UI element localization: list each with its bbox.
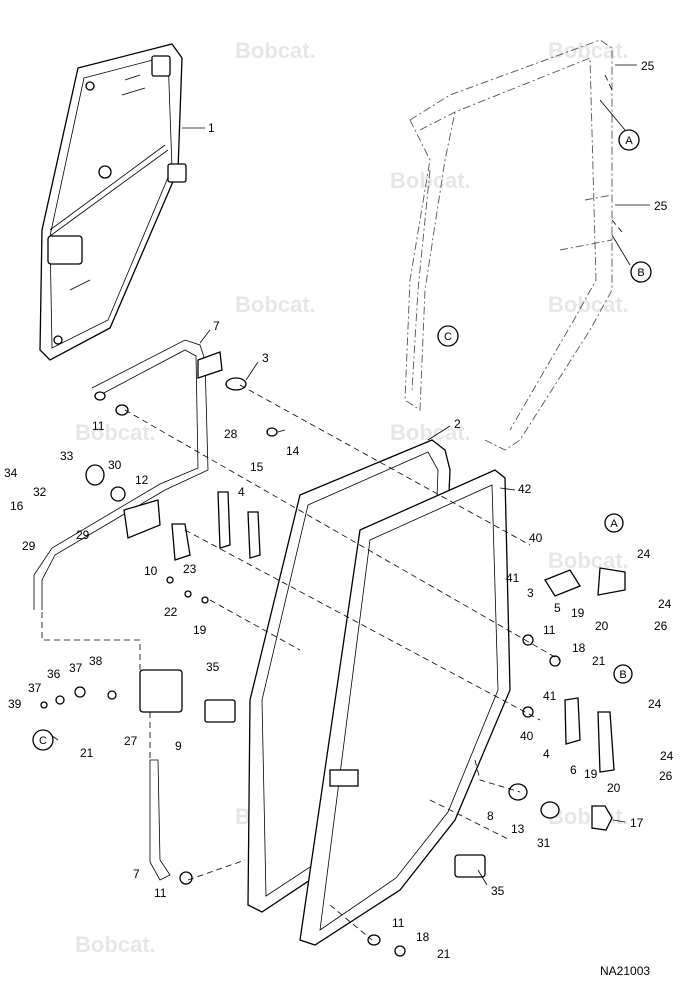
callout-37: 37 <box>28 681 42 695</box>
watermark: Bobcat. <box>548 804 629 829</box>
watermark: Bobcat. <box>548 548 629 573</box>
callout-18: 18 <box>416 930 430 944</box>
callout-22: 22 <box>164 605 178 619</box>
callout-17: 17 <box>630 816 644 830</box>
watermark: Bobcat. <box>75 420 156 445</box>
callout-39: 39 <box>8 697 22 711</box>
reference-circle <box>437 325 459 347</box>
callout-9: 9 <box>175 739 182 753</box>
callout-3: 3 <box>262 351 269 365</box>
reference-markers: A B C A B C <box>32 129 652 751</box>
callout-25: 25 <box>641 59 655 73</box>
callout-13: 13 <box>511 822 525 836</box>
callout-40: 40 <box>520 729 534 743</box>
watermark: Bobcat. <box>390 168 471 193</box>
callout-11: 11 <box>392 916 405 930</box>
assembly-lines <box>41 74 623 941</box>
callout-1: 1 <box>208 121 215 135</box>
callout-24: 24 <box>637 547 651 561</box>
callout-19: 19 <box>584 767 598 781</box>
callout-14: 14 <box>286 444 300 458</box>
callout-28: 28 <box>224 427 238 441</box>
callout-37: 37 <box>69 661 83 675</box>
callout-15: 15 <box>250 460 264 474</box>
door-assembly-small <box>39 43 187 361</box>
callout-19: 19 <box>571 606 585 620</box>
callout-3: 3 <box>527 586 534 600</box>
callout-26: 26 <box>659 769 673 783</box>
watermark: Bobcat. <box>548 38 629 63</box>
reference-label: C <box>39 735 47 747</box>
watermark: Bobcat. <box>548 292 629 317</box>
callout-41: 41 <box>543 689 557 703</box>
callout-35: 35 <box>206 660 220 674</box>
callout-20: 20 <box>595 619 609 633</box>
reference-label: B <box>619 669 626 681</box>
door-assembly-large <box>204 439 511 946</box>
reference-circle <box>32 729 54 751</box>
callout-42: 42 <box>518 482 532 496</box>
callout-30: 30 <box>108 458 122 472</box>
callout-5: 5 <box>554 601 561 615</box>
callout-24: 24 <box>648 697 662 711</box>
reference-label: A <box>625 135 633 147</box>
watermark: Bobcat. <box>75 932 156 957</box>
callout-32: 32 <box>33 485 47 499</box>
drawing-code: NA21003 <box>600 964 650 978</box>
watermark: Bobcat. <box>235 292 316 317</box>
callout-34: 34 <box>4 466 18 480</box>
reference-circle <box>613 664 633 684</box>
callout-41: 41 <box>506 571 520 585</box>
rod-assembly <box>33 339 223 881</box>
reference-label: B <box>637 267 644 279</box>
callout-40: 40 <box>529 531 543 545</box>
callout-29: 29 <box>76 528 90 542</box>
callout-18: 18 <box>572 641 586 655</box>
callout-7: 7 <box>133 867 140 881</box>
callout-21: 21 <box>437 947 451 961</box>
callout-36: 36 <box>47 667 61 681</box>
callout-6: 6 <box>570 763 577 777</box>
callout-33: 33 <box>60 449 74 463</box>
callout-21: 21 <box>80 746 94 760</box>
callout-numbers: 1 2 3 3 4 4 5 6 7 7 8 9 10 11 11 11 11 1… <box>4 59 674 961</box>
callout-29: 29 <box>22 539 36 553</box>
cab-frame-ghost <box>404 39 613 451</box>
reference-label: A <box>610 518 618 530</box>
callout-8: 8 <box>487 809 494 823</box>
callout-20: 20 <box>607 781 621 795</box>
callout-19: 19 <box>193 623 207 637</box>
reference-circle <box>618 129 640 151</box>
callout-31: 31 <box>537 836 551 850</box>
callout-25: 25 <box>654 199 668 213</box>
callout-38: 38 <box>89 654 103 668</box>
callout-11: 11 <box>543 623 556 637</box>
callout-24: 24 <box>658 597 672 611</box>
callout-12: 12 <box>135 473 149 487</box>
reference-circle <box>630 261 652 283</box>
hardware-layer <box>40 377 626 957</box>
callout-26: 26 <box>654 619 668 633</box>
callout-11: 11 <box>92 419 105 433</box>
callout-21: 21 <box>592 654 606 668</box>
callout-2: 2 <box>454 417 461 431</box>
callout-4: 4 <box>238 485 245 499</box>
callout-11: 11 <box>154 886 167 900</box>
watermark: Bobcat. <box>235 38 316 63</box>
callout-23: 23 <box>183 562 197 576</box>
reference-label: C <box>444 331 452 343</box>
callout-10: 10 <box>144 564 158 578</box>
callout-24: 24 <box>660 749 674 763</box>
callout-35: 35 <box>491 884 505 898</box>
callout-27: 27 <box>124 734 138 748</box>
callout-4: 4 <box>543 747 550 761</box>
reference-circle <box>604 513 624 533</box>
callout-16: 16 <box>10 499 24 513</box>
callout-7: 7 <box>213 319 220 333</box>
